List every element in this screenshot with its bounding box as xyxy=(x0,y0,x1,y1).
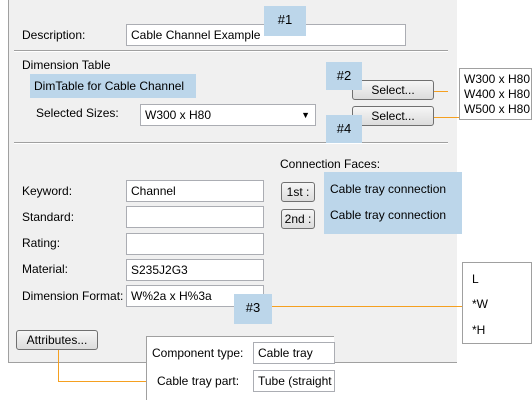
standard-input[interactable] xyxy=(126,206,264,228)
dimension-format-input[interactable]: W%2a x H%3a xyxy=(126,285,264,307)
selected-sizes-dropdown[interactable]: W300 x H80 ▼ xyxy=(140,104,316,126)
attributes-button[interactable]: Attributes... xyxy=(16,330,98,350)
keyword-label: Keyword: xyxy=(22,184,73,198)
callout-2: #2 xyxy=(326,62,362,90)
callout-3: #3 xyxy=(234,294,272,324)
component-type-label: Component type: xyxy=(152,346,244,360)
component-type-input[interactable]: Cable tray xyxy=(253,342,335,364)
leader-line xyxy=(434,91,448,92)
leader-line xyxy=(58,381,146,382)
dimension-table-heading: Dimension Table xyxy=(22,58,111,72)
connection-faces-highlight xyxy=(324,172,462,234)
select-sizes-button[interactable]: Select... xyxy=(352,106,434,126)
size-list-item: W500 x H80 xyxy=(464,102,531,116)
format-variables-popup: L *W *H xyxy=(462,262,532,344)
leader-line xyxy=(434,117,460,118)
description-label: Description: xyxy=(22,28,86,42)
callout-1: #1 xyxy=(264,6,306,36)
material-label: Material: xyxy=(22,262,69,276)
select-table-button[interactable]: Select... xyxy=(352,80,434,100)
cable-tray-part-input[interactable]: Tube (straight xyxy=(253,370,335,392)
selected-size-value: W300 x H80 xyxy=(145,108,212,122)
dimension-format-label: Dimension Format: xyxy=(22,289,124,303)
rating-label: Rating: xyxy=(22,236,61,250)
first-connection-value: Cable tray connection xyxy=(330,182,447,196)
dimension-table-name: DimTable for Cable Channel xyxy=(30,74,196,98)
divider xyxy=(14,142,448,144)
attributes-popup: Component type: Cable tray Cable tray pa… xyxy=(146,336,335,400)
selected-sizes-label: Selected Sizes: xyxy=(36,106,119,120)
keyword-input[interactable]: Channel xyxy=(126,180,264,202)
standard-label: Standard: xyxy=(22,210,75,224)
leader-line xyxy=(58,350,59,382)
leader-line xyxy=(264,306,462,307)
format-variable-item: *W xyxy=(472,297,488,311)
divider xyxy=(14,50,448,52)
rating-input[interactable] xyxy=(126,233,264,255)
callout-4: #4 xyxy=(326,115,362,143)
size-list-item: W400 x H80 xyxy=(464,87,531,101)
size-list-popup: W300 x H80 W400 x H80 W500 x H80 xyxy=(459,68,532,120)
second-connection-button[interactable]: 2nd : xyxy=(281,209,315,229)
connection-faces-label: Connection Faces: xyxy=(280,157,381,171)
format-variable-item: L xyxy=(472,272,479,286)
first-connection-button[interactable]: 1st : xyxy=(281,182,315,202)
material-input[interactable]: S235J2G3 xyxy=(126,259,264,281)
format-variable-item: *H xyxy=(472,323,486,337)
second-connection-value: Cable tray connection xyxy=(330,208,447,222)
chevron-down-icon[interactable]: ▼ xyxy=(301,110,310,120)
cable-tray-part-label: Cable tray part: xyxy=(157,374,240,388)
size-list-item: W300 x H80 xyxy=(464,72,531,86)
